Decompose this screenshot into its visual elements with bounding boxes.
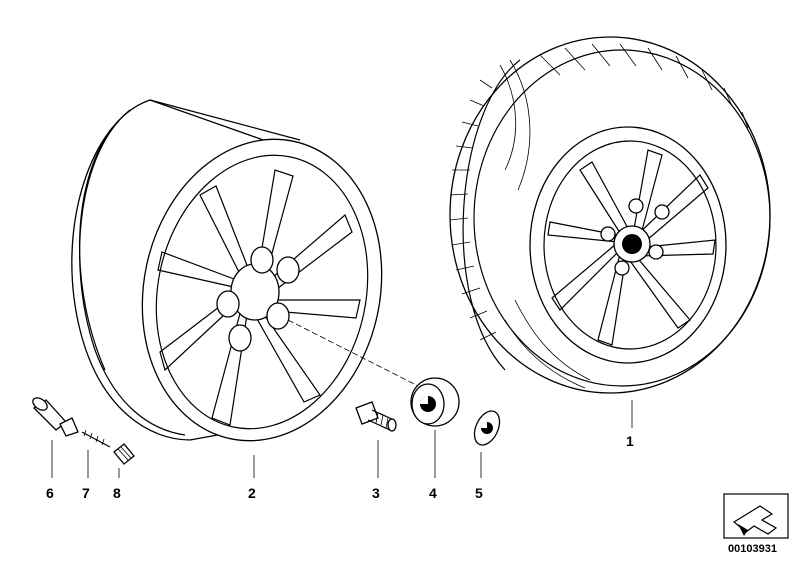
emblem-badge-icon <box>473 410 501 446</box>
tire-valve-icon <box>32 397 79 437</box>
wheel-bolt-icon <box>355 401 397 432</box>
callout-8: 8 <box>113 485 121 501</box>
callout-2: 2 <box>248 485 256 501</box>
leader-lines <box>51 400 633 478</box>
complete-wheel-with-tire-icon <box>449 36 771 394</box>
callout-4: 4 <box>429 485 437 501</box>
callout-6: 6 <box>46 485 54 501</box>
valve-insert-icon <box>81 429 111 448</box>
wheel-rim-icon <box>71 99 383 442</box>
callout-5: 5 <box>475 485 483 501</box>
callout-7: 7 <box>82 485 90 501</box>
hub-cap-icon <box>410 377 460 427</box>
callout-1: 1 <box>626 433 634 449</box>
callout-3: 3 <box>372 485 380 501</box>
arrow-navigation-icon[interactable] <box>723 493 789 539</box>
document-number: 00103931 <box>728 543 777 555</box>
valve-cap-icon <box>113 443 135 465</box>
